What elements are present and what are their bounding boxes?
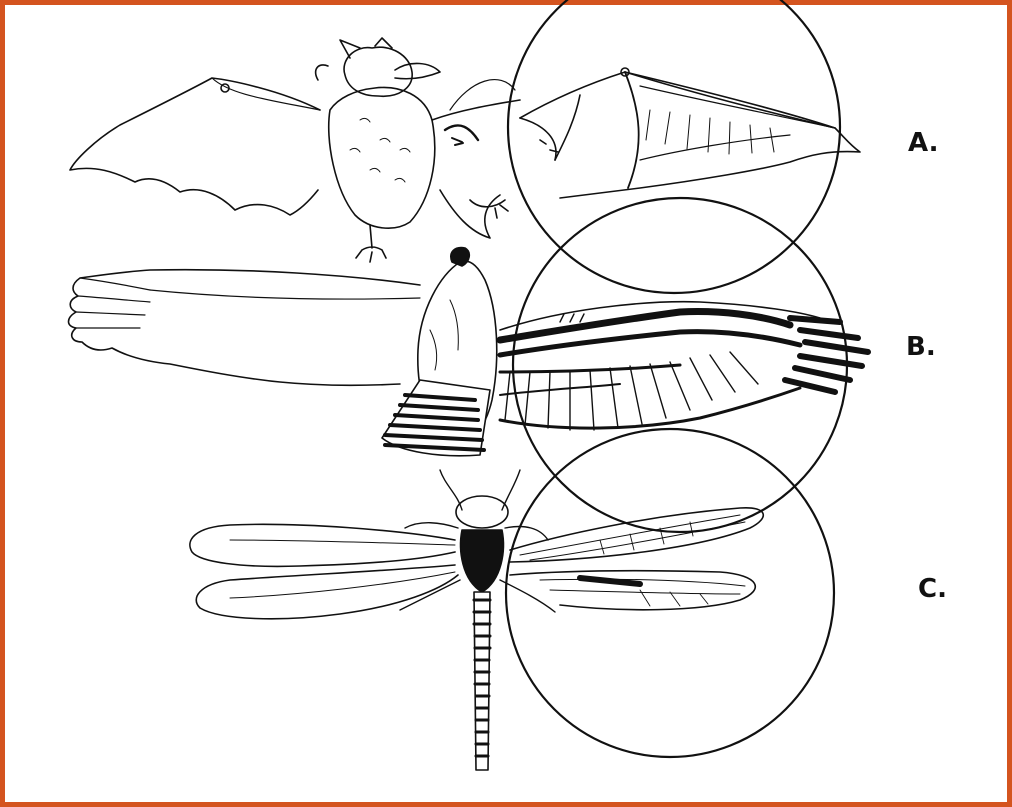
dragonfly-left-hindwing <box>196 565 458 619</box>
bat-body <box>329 87 435 228</box>
panel-label-b: B. <box>906 332 936 362</box>
bird-head <box>451 248 469 266</box>
dragonfly-left-forewing <box>190 524 455 566</box>
dragonfly-thorax <box>461 530 504 592</box>
bat-head <box>344 47 412 96</box>
dragonfly-drawing <box>190 470 555 770</box>
bat-drawing <box>70 38 520 262</box>
bird-drawing <box>69 248 497 456</box>
panel-label-c: C. <box>918 574 947 604</box>
bat-left-wing <box>70 78 320 215</box>
dragonfly-head <box>456 496 508 528</box>
bird-wing-magnified <box>500 198 868 532</box>
bat-feet <box>356 225 386 262</box>
dragonfly-wing-magnified <box>506 429 834 757</box>
panel-label-a: A. <box>908 128 938 158</box>
